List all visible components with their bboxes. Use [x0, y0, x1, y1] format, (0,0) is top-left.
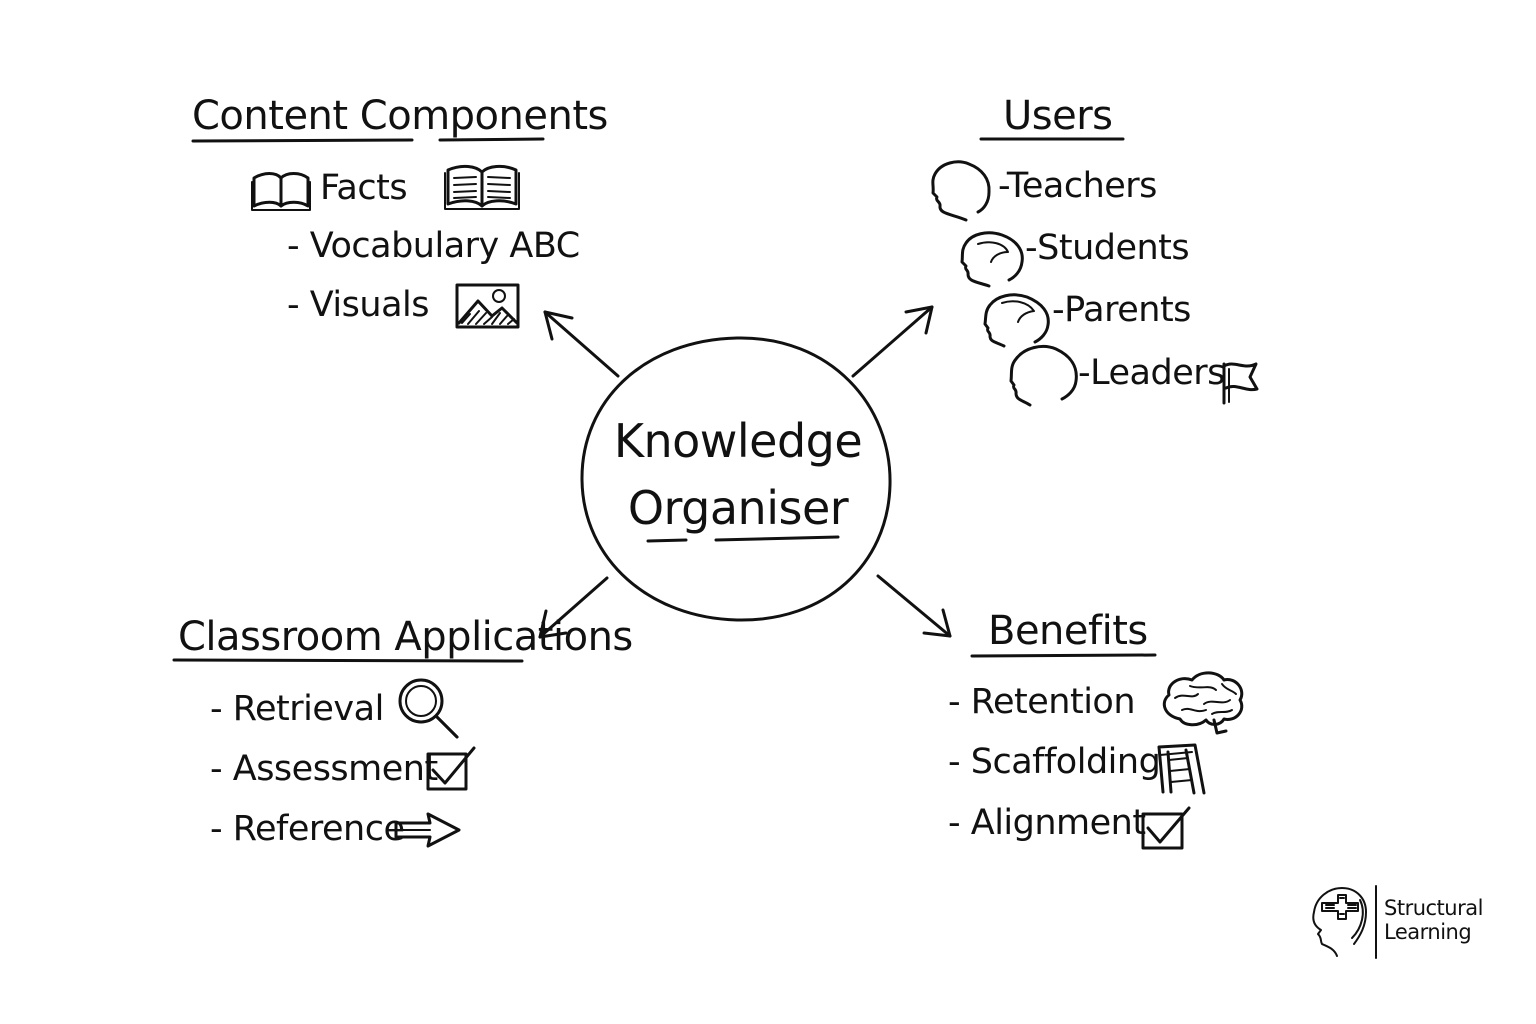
content-item-vocabulary: - Vocabulary ABC: [287, 226, 580, 266]
magnifier-icon: [398, 678, 459, 739]
application-item-retrieval: - Retrieval: [210, 689, 384, 729]
arrow-to-classroom-applications: [538, 576, 609, 639]
arrow-to-benefits: [876, 574, 952, 638]
benefit-item-scaffolding: - Scaffolding: [948, 742, 1161, 782]
center-title-line2: Organiser: [627, 481, 849, 535]
head-profile-icon: [960, 231, 1024, 288]
logo-text-line2: Learning: [1384, 920, 1472, 944]
content-components-underline: [191, 137, 545, 143]
flag-icon: [1222, 362, 1259, 405]
head-profile-icon: [983, 293, 1050, 348]
image-icon: [455, 283, 520, 329]
user-item-leaders: -Leaders: [1078, 353, 1225, 393]
benefit-item-retention: - Retention: [948, 682, 1136, 722]
head-profile-icon: [1009, 344, 1078, 407]
classroom-applications-heading: Classroom Applications: [178, 614, 633, 660]
arrow-to-content-components: [543, 310, 620, 378]
user-item-teachers: -Teachers: [998, 166, 1157, 206]
application-item-assessment: - Assessment: [210, 749, 438, 789]
head-profile-icon: [931, 160, 991, 222]
benefits-underline: [970, 653, 1157, 658]
arrow-to-users: [851, 305, 934, 378]
arrow-right-icon: [394, 812, 461, 848]
content-components-heading: Content Components: [192, 93, 608, 139]
classroom-applications-underline: [172, 658, 524, 663]
content-item-facts: Facts: [320, 168, 408, 208]
center-title-line1: Knowledge: [613, 414, 863, 468]
content-item-visuals: - Visuals: [287, 285, 429, 325]
checkbox-icon: [1141, 806, 1191, 850]
organiser-underline: [646, 535, 840, 543]
checkbox-icon: [426, 746, 476, 791]
benefits-heading: Benefits: [988, 608, 1148, 654]
benefit-item-alignment: - Alignment: [948, 803, 1146, 843]
book-outline-icon: [251, 172, 311, 211]
brain-icon: [1162, 671, 1244, 735]
open-book-icon: [444, 164, 520, 210]
application-item-reference: - Reference: [210, 809, 405, 849]
logo-text-line1: Structural: [1384, 896, 1483, 920]
user-item-students: -Students: [1025, 228, 1190, 268]
users-heading: Users: [1003, 93, 1113, 139]
ladder-icon: [1157, 743, 1206, 795]
structural-learning-logo-mark: [1312, 885, 1377, 959]
center-circle: [580, 336, 892, 622]
user-item-parents: -Parents: [1052, 290, 1191, 330]
